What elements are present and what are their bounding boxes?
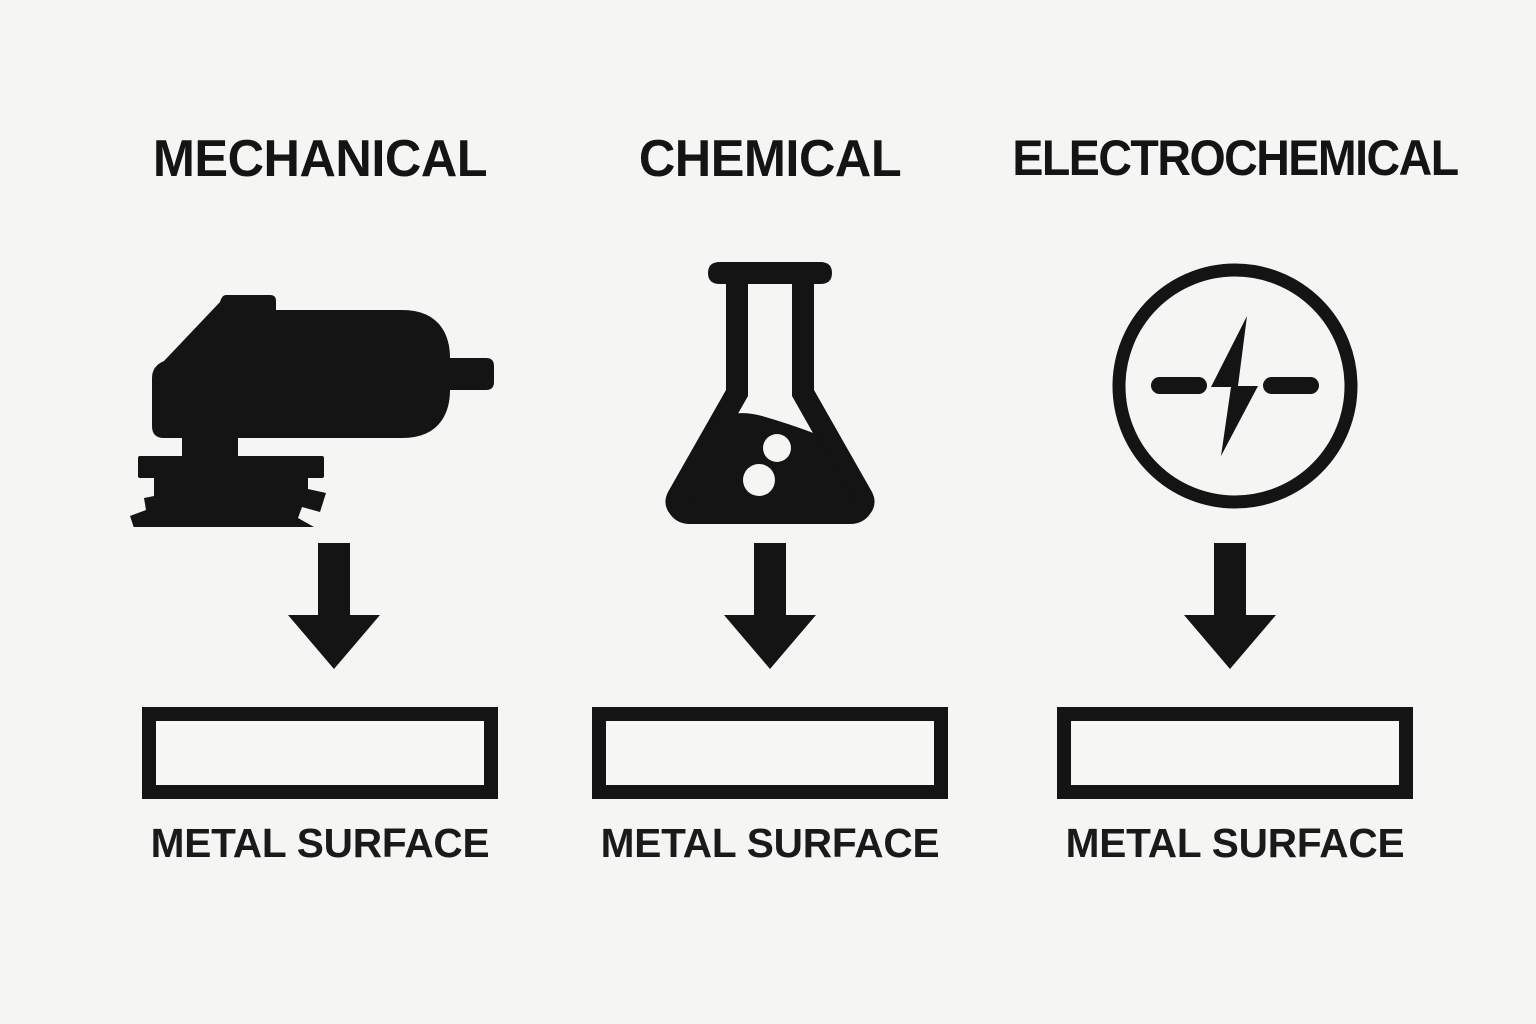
metal-surface-bar-mechanical [142, 707, 498, 799]
minus-dash-left [1151, 377, 1207, 394]
surface-label-chemical: METAL SURFACE [600, 820, 940, 866]
column-mechanical: MECHANICAL METAL SURFACE [60, 0, 580, 1024]
metal-surface-bar-electrochemical [1057, 707, 1413, 799]
column-title-electrochemical: ELECTROCHEMICAL [1012, 130, 1459, 186]
icon-container-chemical [560, 262, 980, 537]
down-arrow-mechanical [288, 543, 380, 669]
arrow-container-chemical [560, 543, 980, 673]
icon-container-mechanical [60, 262, 580, 537]
lightning-bolt [1211, 316, 1258, 456]
icon-container-electrochemical [975, 262, 1495, 537]
circle-outline [1112, 263, 1358, 509]
angle-grinder-icon [130, 295, 494, 527]
erlenmeyer-flask-icon [665, 262, 875, 524]
surface-container-mechanical [60, 707, 580, 799]
surface-container-electrochemical [975, 707, 1495, 799]
metal-surface-bar-chemical [592, 707, 948, 799]
arrow-container-mechanical [60, 543, 580, 673]
surface-label-mechanical: METAL SURFACE [150, 820, 490, 866]
column-title-chemical: CHEMICAL [638, 130, 902, 188]
column-title-mechanical: MECHANICAL [152, 130, 488, 188]
electric-circle-bolt-icon [1112, 263, 1358, 509]
down-arrow-electrochemical [1184, 543, 1276, 669]
arrow-container-electrochemical [975, 543, 1495, 673]
minus-dash-right [1263, 377, 1319, 394]
down-arrow-chemical [724, 543, 816, 669]
column-electrochemical: ELECTROCHEMICAL METAL SURFACE [975, 0, 1495, 1024]
column-chemical: CHEMICAL METAL SURFACE [560, 0, 980, 1024]
surface-container-chemical [560, 707, 980, 799]
surface-label-electrochemical: METAL SURFACE [1065, 820, 1405, 866]
